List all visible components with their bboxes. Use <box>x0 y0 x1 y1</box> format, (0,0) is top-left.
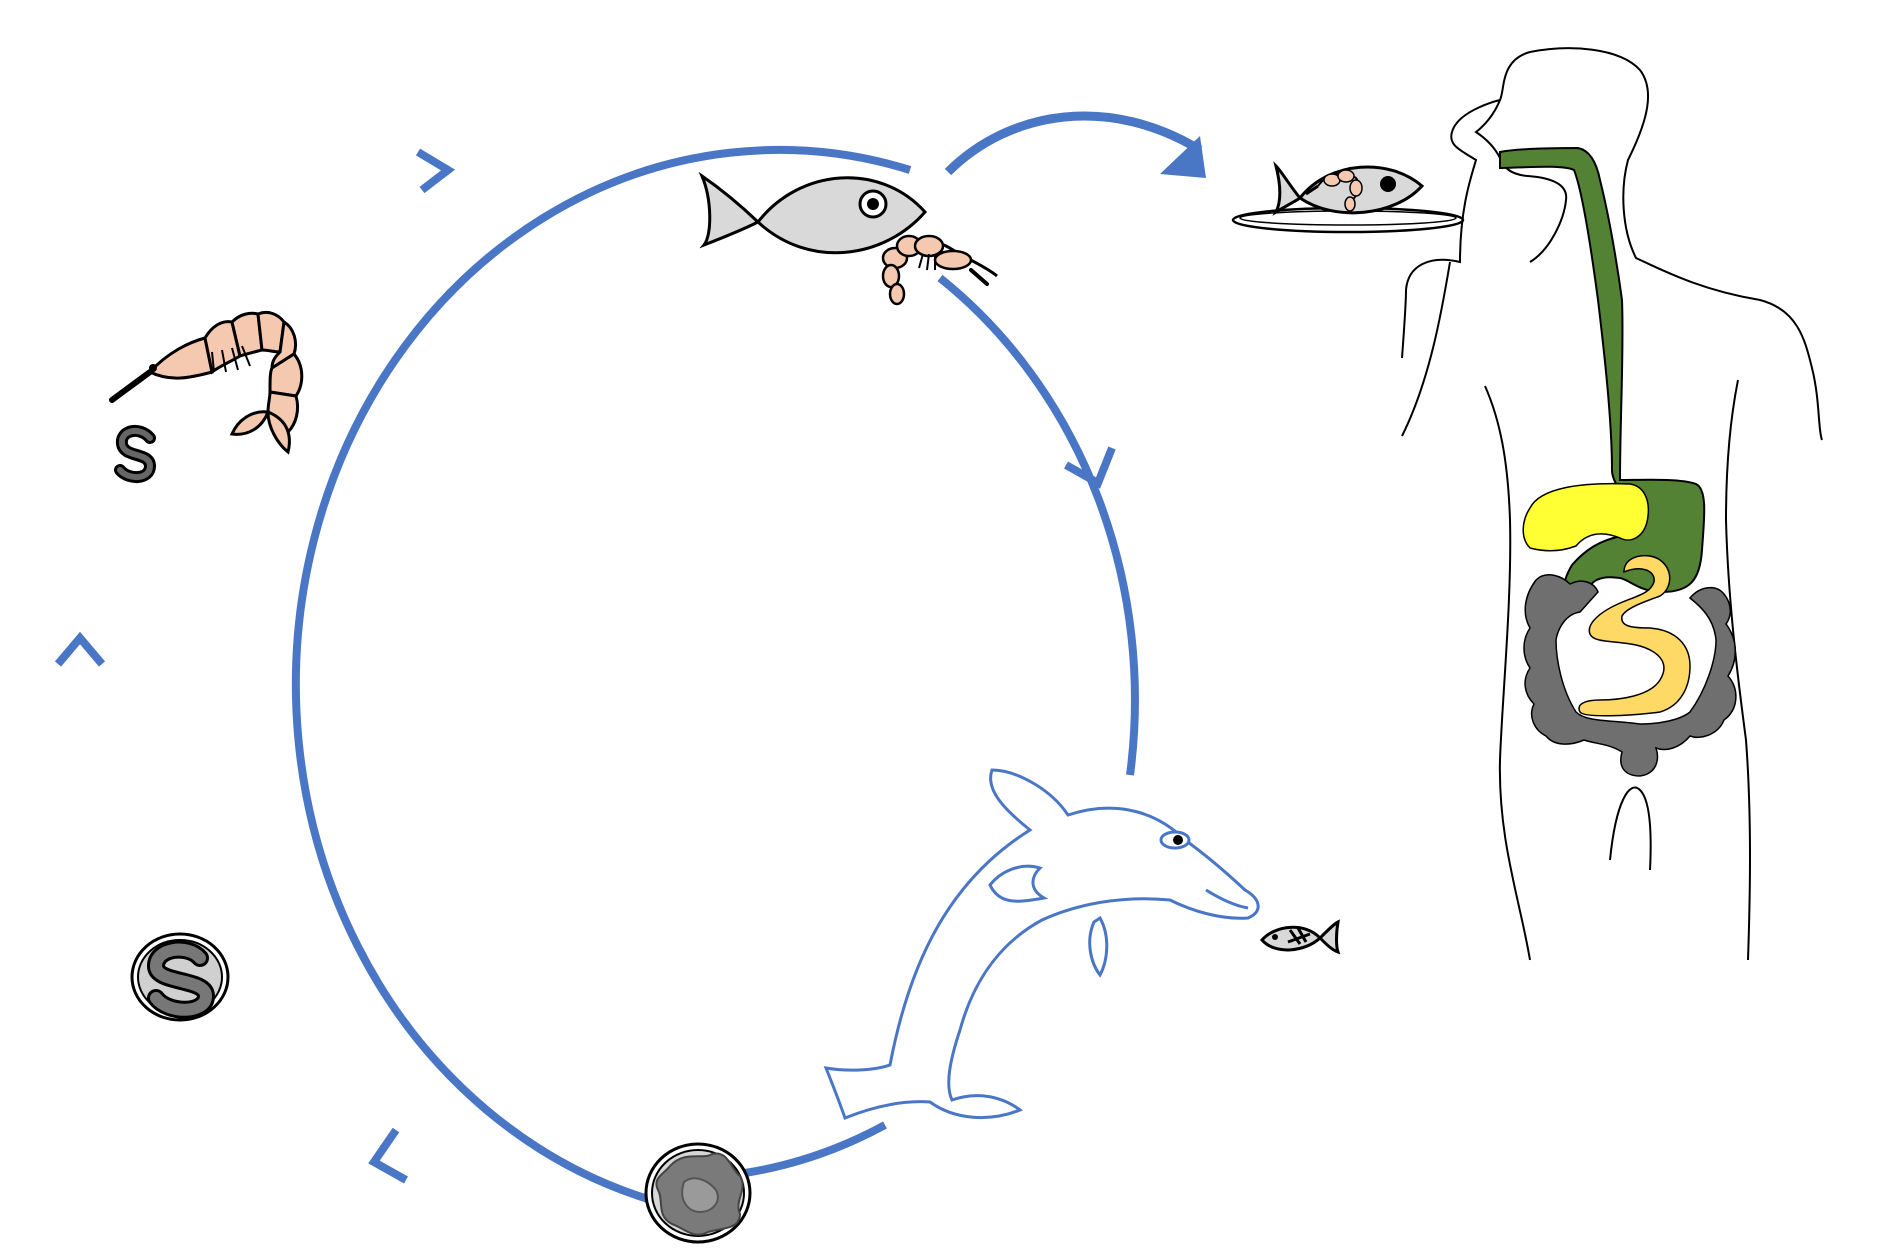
small-shrimp-icon <box>881 234 998 306</box>
cycle-arc <box>937 274 1139 776</box>
liver <box>1522 482 1650 552</box>
transmission-arrow <box>944 111 1203 176</box>
embryonated-egg-icon <box>130 932 230 1022</box>
direction-chevron-icon <box>415 148 456 194</box>
small-fish-icon <box>1260 919 1341 955</box>
direction-chevron-icon <box>54 631 106 667</box>
fish-on-plate-icon <box>1231 161 1465 234</box>
shrimp-inside-fish-icon <box>1305 169 1363 212</box>
direction-chevron-icon <box>1064 446 1116 489</box>
cycle-arc <box>744 1121 887 1177</box>
fish-icon <box>698 171 928 255</box>
dolphin-icon <box>823 768 1260 1120</box>
larva-icon <box>114 424 157 483</box>
human-outline <box>1401 47 1823 441</box>
arrowhead-icon <box>1160 136 1206 178</box>
unembryonated-egg-icon <box>644 1142 752 1244</box>
direction-chevron-icon <box>368 1127 408 1184</box>
digestive-tract <box>1499 146 1706 612</box>
cycle-arc <box>291 146 912 1203</box>
small-intestine <box>1578 554 1691 717</box>
large-intestine <box>1523 574 1737 777</box>
human-digestive-icon <box>1401 47 1823 961</box>
transmission-arrow-to-human <box>944 111 1206 178</box>
life-cycle-ring <box>54 146 1139 1203</box>
shrimp-icon <box>109 310 304 455</box>
